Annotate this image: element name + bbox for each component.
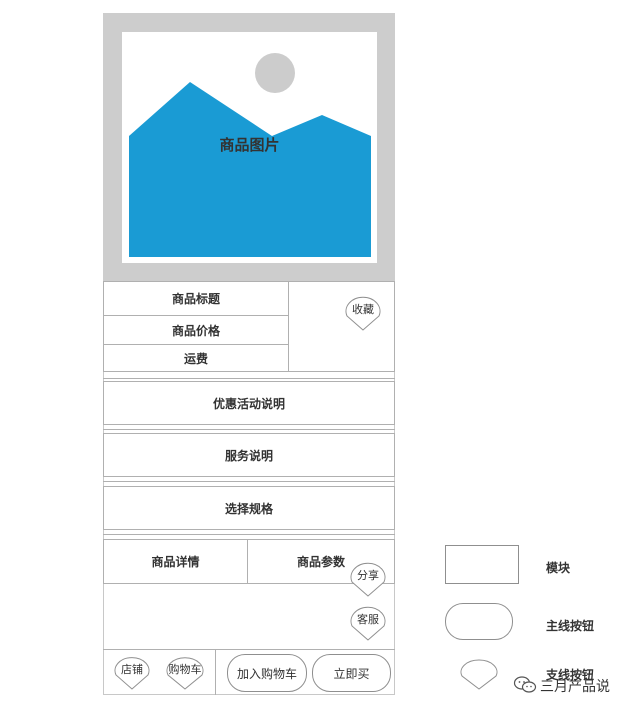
bottom-bar-separator	[215, 650, 216, 695]
cart-label: 购物车	[168, 663, 202, 676]
service-section[interactable]: 服务说明	[103, 433, 395, 477]
product-image-label: 商品图片	[219, 136, 280, 154]
image-placeholder-icon	[129, 53, 371, 257]
watermark-text: 三月产品说	[540, 679, 610, 695]
shipping-fee: 运费	[103, 344, 289, 372]
mountain-shape	[129, 82, 371, 257]
divider	[103, 534, 395, 535]
legend-main-button-swatch	[445, 603, 513, 640]
divider	[103, 378, 395, 379]
favorite-button[interactable]: 收藏	[341, 292, 385, 332]
favorite-label: 收藏	[352, 303, 374, 316]
legend-branch-button-icon	[460, 659, 498, 690]
sun-shape	[255, 53, 295, 93]
drop-button-shape-icon	[345, 296, 381, 331]
promotion-section[interactable]: 优惠活动说明	[103, 381, 395, 425]
legend-module-label: 模块	[546, 561, 571, 575]
support-label: 客服	[357, 613, 379, 626]
favorite-area	[288, 281, 395, 372]
shop-label: 店铺	[121, 663, 143, 676]
drop-button-shape-icon	[350, 606, 386, 641]
add-to-cart-button[interactable]: 加入购物车	[227, 654, 307, 692]
legend-main-button-label: 主线按钮	[546, 619, 595, 633]
drop-button-shape-icon	[350, 562, 386, 597]
spec-section[interactable]: 选择规格	[103, 486, 395, 530]
product-title: 商品标题	[103, 281, 289, 316]
drop-button-shape-icon	[166, 657, 204, 690]
legend-module-swatch	[445, 545, 519, 584]
drop-button-shape-icon	[114, 657, 150, 690]
tab-details[interactable]: 商品详情	[103, 539, 248, 584]
share-label: 分享	[357, 569, 379, 582]
cart-button[interactable]: 购物车	[162, 653, 208, 691]
bottom-bar-divider	[103, 649, 395, 650]
shop-button[interactable]: 店铺	[110, 653, 154, 691]
product-price: 商品价格	[103, 315, 289, 345]
legend-branch-button-label: 支线按钮	[546, 668, 595, 682]
wechat-icon	[513, 676, 537, 693]
buy-now-button[interactable]: 立即买	[312, 654, 391, 692]
divider	[103, 481, 395, 482]
share-button[interactable]: 分享	[346, 558, 390, 598]
divider	[103, 429, 395, 430]
support-button[interactable]: 客服	[346, 602, 390, 642]
